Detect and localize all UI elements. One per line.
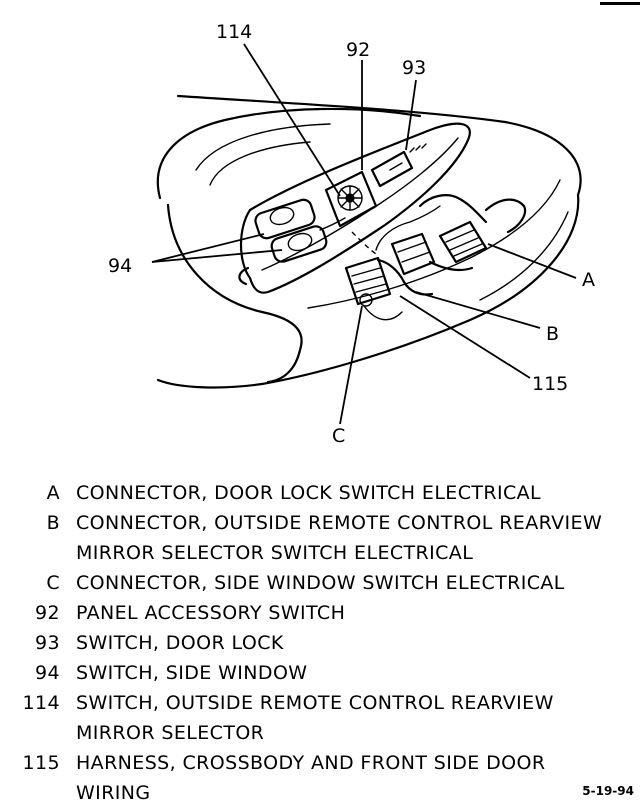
legend-desc: SWITCH, SIDE WINDOW — [76, 662, 308, 684]
legend-key: 114 — [22, 692, 60, 714]
legend-key: 93 — [35, 632, 60, 654]
callout-93: 93 — [402, 57, 426, 79]
legend-key: A — [46, 482, 60, 504]
legend-row: 92 PANEL ACCESSORY SWITCH — [0, 598, 640, 628]
legend-row: 94 SWITCH, SIDE WINDOW — [0, 658, 640, 688]
side-window-switches — [238, 198, 346, 286]
legend-key: 94 — [35, 662, 60, 684]
legend-row: 93 SWITCH, DOOR LOCK — [0, 628, 640, 658]
callout-114: 114 — [216, 21, 252, 43]
callout-c: C — [332, 425, 345, 447]
figure-code: 5-19-94 — [582, 784, 634, 798]
legend-desc: SWITCH, DOOR LOCK — [76, 632, 284, 654]
callout-92: 92 — [346, 39, 370, 61]
legend-desc: CONNECTOR, SIDE WINDOW SWITCH ELECTRICAL — [76, 572, 565, 594]
mirror-selector-switch — [324, 170, 378, 228]
door-switch-diagram: 114 92 93 94 A B 115 C — [108, 21, 595, 447]
callout-94: 94 — [108, 255, 132, 277]
wiring-harness — [344, 194, 527, 321]
legend-key: 115 — [22, 752, 60, 774]
legend-row: 115 HARNESS, CROSSBODY AND FRONT SIDE DO… — [0, 748, 640, 808]
legend-key: C — [46, 572, 60, 594]
leader-lines — [151, 43, 577, 425]
legend-row: B CONNECTOR, OUTSIDE REMOTE CONTROL REAR… — [0, 508, 640, 568]
legend-desc: PANEL ACCESSORY SWITCH — [76, 602, 346, 624]
corner-mark — [600, 2, 640, 5]
door-trim-outline — [156, 94, 582, 389]
legend-desc: CONNECTOR, OUTSIDE REMOTE CONTROL REARVI… — [76, 512, 603, 564]
callout-a: A — [582, 269, 595, 291]
legend-key: 92 — [35, 602, 60, 624]
legend-row: 114 SWITCH, OUTSIDE REMOTE CONTROL REARV… — [0, 688, 640, 748]
callout-b: B — [546, 323, 559, 345]
legend-row: A CONNECTOR, DOOR LOCK SWITCH ELECTRICAL — [0, 478, 640, 508]
door-lock-switch — [370, 143, 427, 188]
callout-115: 115 — [532, 373, 568, 395]
legend-key: B — [46, 512, 60, 534]
legend-desc: CONNECTOR, DOOR LOCK SWITCH ELECTRICAL — [76, 482, 542, 504]
legend-row: C CONNECTOR, SIDE WINDOW SWITCH ELECTRIC… — [0, 568, 640, 598]
parts-legend: A CONNECTOR, DOOR LOCK SWITCH ELECTRICAL… — [0, 478, 640, 808]
